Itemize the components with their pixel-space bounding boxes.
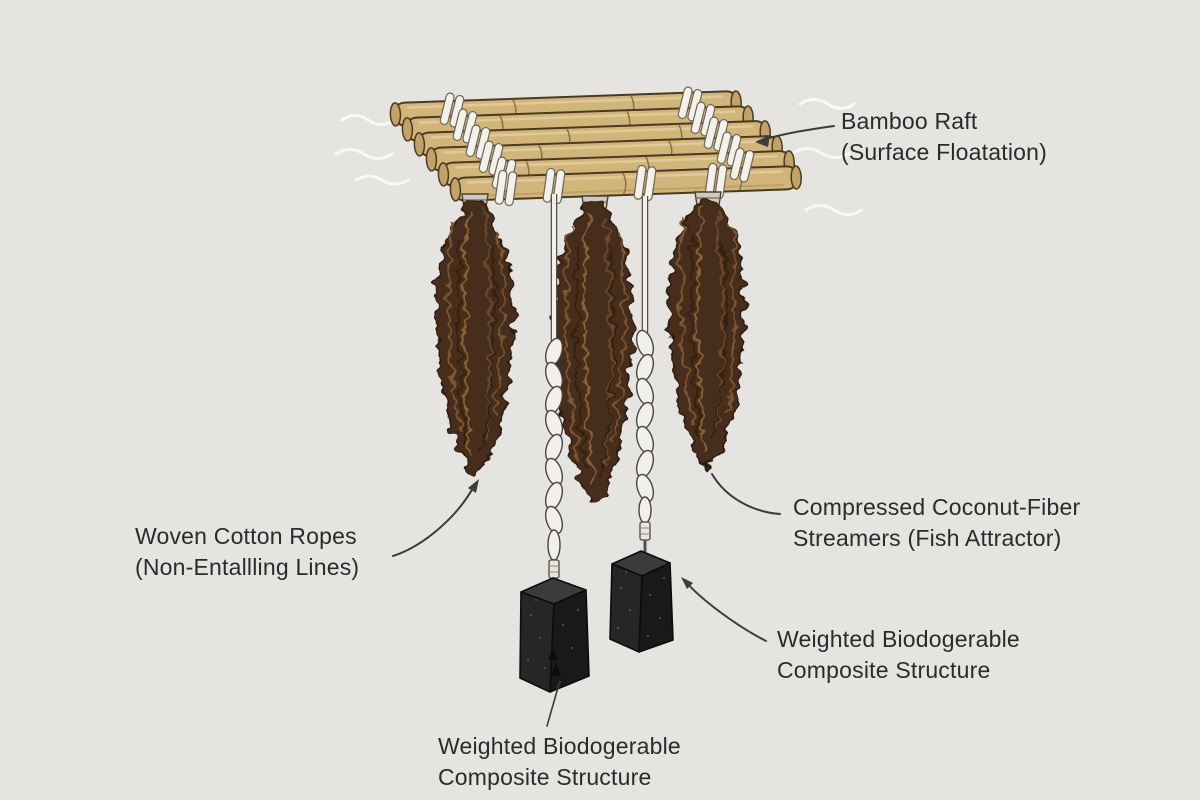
label-line: Composite Structure (438, 764, 652, 790)
label-coconut-streamers: Compressed Coconut-Fiber Streamers (Fish… (793, 492, 1080, 554)
label-line: Composite Structure (777, 657, 991, 683)
coconut-streamer-right (668, 199, 745, 468)
label-line: Weighted Biodogerable (777, 626, 1020, 652)
label-cotton-ropes: Woven Cotton Ropes (Non-Entallling Lines… (135, 521, 359, 583)
weight-block-left (519, 577, 590, 693)
arrow-weight-right (681, 577, 767, 642)
leader-arrows (392, 125, 835, 727)
label-line: (Non-Entallling Lines) (135, 554, 360, 580)
label-line: Streamers (Fish Attractor) (793, 525, 1062, 551)
label-bamboo-raft: Bamboo Raft (Surface Floatation) (841, 106, 1047, 168)
water-waves-right (791, 98, 864, 216)
cotton-rope-right (635, 196, 655, 558)
lashing-chain-right (677, 86, 755, 183)
label-line: Compressed Coconut-Fiber (793, 494, 1081, 520)
coconut-streamer-middle (553, 203, 634, 505)
coconut-streamer-left (435, 201, 514, 477)
leader-weight-bottom (546, 683, 560, 727)
label-line: Woven Cotton Ropes (135, 523, 357, 549)
weight-block-right (609, 550, 674, 653)
pole-lashing (494, 169, 518, 207)
cotton-rope-left (544, 194, 564, 592)
water-waves-left (334, 114, 410, 186)
label-line: Weighted Biodogerable (438, 733, 681, 759)
label-line: Bamboo Raft (841, 108, 978, 134)
label-weight-right: Weighted Biodogerable Composite Structur… (777, 624, 1020, 686)
arrow-cotton-ropes (392, 479, 479, 557)
label-weight-bottom: Weighted Biodogerable Composite Structur… (438, 731, 681, 793)
label-line: (Surface Floatation) (841, 139, 1047, 165)
arrow-bamboo-raft (755, 125, 835, 147)
leader-coconut-streamers (711, 473, 781, 515)
bamboo-raft (389, 86, 802, 207)
